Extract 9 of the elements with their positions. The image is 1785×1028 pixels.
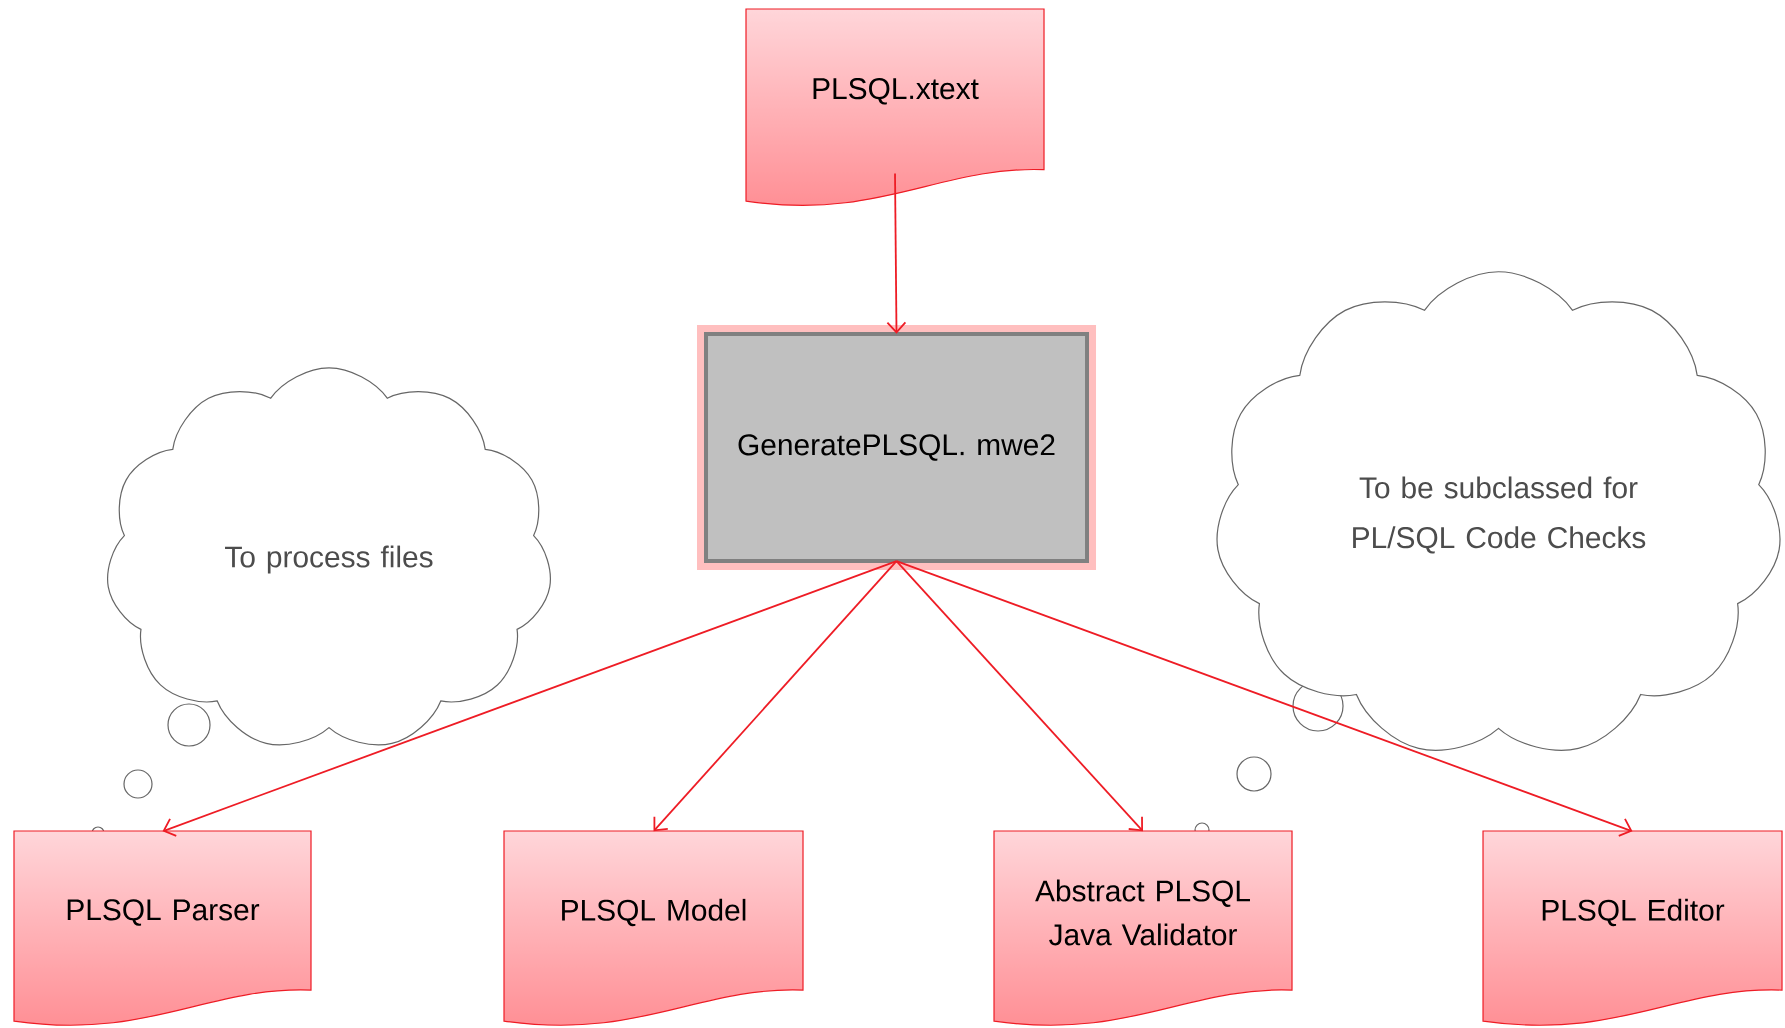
node-label: To be subclassed for PL/SQL Code Checks bbox=[1353, 476, 1646, 554]
arrow bbox=[653, 560, 898, 832]
arrow bbox=[895, 560, 1633, 837]
arrow bbox=[895, 560, 1143, 832]
arrow bbox=[886, 172, 907, 334]
thought-cloud: To be subclassed for PL/SQL Code Checks bbox=[1194, 271, 1781, 838]
process-box: GeneratePLSQL. mwe2 bbox=[697, 325, 1096, 570]
arrow bbox=[162, 560, 898, 837]
thought-cloud: To process files bbox=[91, 367, 551, 840]
